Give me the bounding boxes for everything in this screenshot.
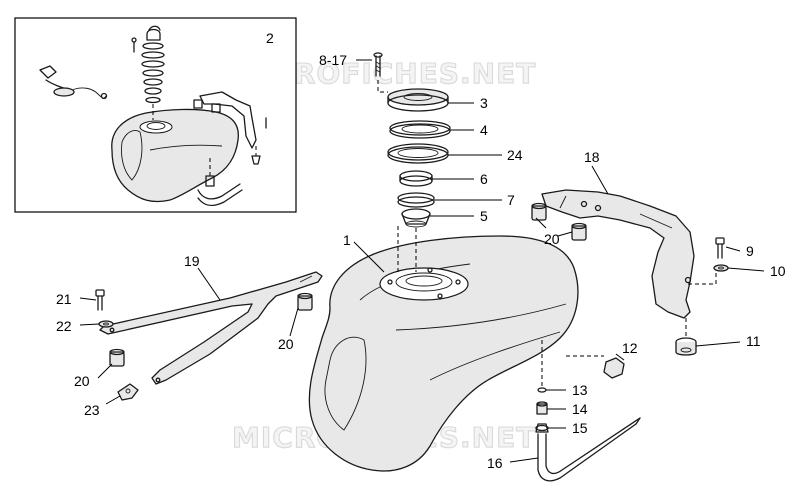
ring-6	[399, 170, 433, 187]
callout-19: 19	[184, 253, 200, 269]
callout-18: 18	[584, 149, 600, 165]
callout-20-left: 20	[74, 373, 90, 389]
nut-12	[566, 355, 625, 379]
screw-8-17	[373, 52, 383, 77]
rubber-11	[675, 318, 697, 356]
callout-20-bracket: 20	[544, 231, 560, 247]
callout-3: 3	[480, 95, 488, 111]
callout-22: 22	[56, 318, 72, 334]
callout-5: 5	[480, 208, 488, 224]
callout-24: 24	[507, 147, 523, 163]
callout-15: 15	[572, 420, 588, 436]
callout-8-17: 8-17	[319, 52, 347, 68]
callout-11: 11	[746, 333, 761, 349]
front-strap-19	[99, 271, 323, 385]
inset-fuel-tank	[111, 108, 240, 203]
grommet-20-d	[109, 348, 125, 367]
gasket-4	[389, 120, 451, 139]
callout-4: 4	[480, 122, 488, 138]
ring-24	[387, 143, 449, 164]
flange-5	[401, 208, 431, 228]
callout-21: 21	[56, 291, 72, 307]
seal-7	[397, 192, 435, 208]
callout-6: 6	[480, 171, 488, 187]
callout-20-strap: 20	[278, 336, 294, 352]
callout-16: 16	[487, 455, 503, 471]
inset-number: 2	[266, 30, 274, 46]
inset-panel: 2	[14, 17, 297, 213]
rear-bracket-18	[541, 189, 717, 319]
cap-ring-3	[387, 88, 449, 112]
screw-9	[715, 237, 725, 259]
washer-10	[713, 264, 729, 272]
drain-hose-16	[537, 417, 641, 482]
inset-cap-stack	[131, 25, 165, 120]
callout-13: 13	[572, 382, 588, 398]
callout-labels: 8-17 3 4 24 6 7 5 1 18 20 9 10 11 12 13 …	[56, 52, 786, 471]
callout-7: 7	[507, 192, 515, 208]
callout-14: 14	[572, 401, 588, 417]
clip-23	[117, 383, 139, 401]
leader-lines	[79, 59, 765, 463]
callout-1: 1	[343, 232, 351, 248]
fuel-tank	[308, 235, 579, 472]
inset-fuel-pump	[39, 65, 108, 100]
inset-bracket	[193, 91, 267, 207]
washer-22	[98, 320, 114, 328]
grommet-20-b	[571, 222, 587, 241]
grommet-20-a	[531, 202, 547, 221]
callout-23: 23	[84, 402, 100, 418]
screw-21	[95, 289, 105, 311]
callout-10: 10	[770, 263, 786, 279]
callout-12: 12	[622, 340, 638, 356]
callout-9: 9	[746, 243, 754, 259]
grommet-20-c	[297, 292, 313, 311]
